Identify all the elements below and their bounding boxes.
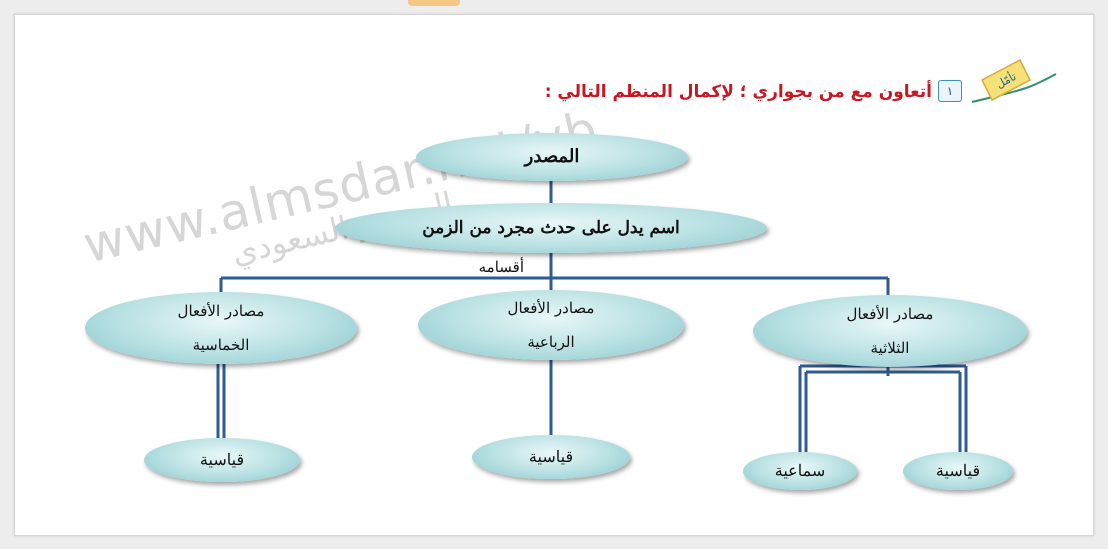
category-node-quadrilateral: مصادر الأفعال الرباعية [418, 290, 684, 360]
branch-label: أقسامه [478, 258, 524, 276]
leaf-node-standard: قياسية [144, 438, 300, 482]
question-number: ١ [938, 80, 962, 102]
note-tag-icon: تأمّل [971, 58, 1057, 103]
leaf-node-standard: قياسية [472, 435, 630, 479]
category-node-line1: مصادر الأفعال [846, 305, 934, 323]
definition-node-label: اسم يدل على حدث مجرد من الزمن [422, 218, 680, 238]
leaf-node-label: قياسية [528, 447, 574, 466]
category-node-line1: مصادر الأفعال [177, 302, 265, 320]
instruction-text: أتعاون مع من بجواري ؛ لإكمال المنظم التا… [544, 82, 932, 102]
top-tab-decoration [408, 0, 460, 6]
category-node-line2: الثلاثية [870, 339, 910, 357]
category-node-pentaliteral: مصادر الأفعال الخماسية [85, 292, 357, 364]
category-node-line1: مصادر الأفعال [507, 299, 595, 317]
root-node: المصدر [416, 133, 688, 181]
category-node-trilateral: مصادر الأفعال الثلاثية [753, 295, 1027, 367]
root-node-label: المصدر [524, 146, 580, 167]
definition-node: اسم يدل على حدث مجرد من الزمن [335, 203, 767, 253]
leaf-node-standard: قياسية [903, 452, 1013, 490]
leaf-node-heard: سماعية [743, 452, 857, 490]
leaf-node-label: قياسية [199, 450, 245, 469]
category-node-line2: الرباعية [527, 333, 575, 351]
leaf-node-label: سماعية [774, 461, 826, 480]
leaf-node-label: قياسية [935, 461, 981, 480]
category-node-line2: الخماسية [192, 336, 250, 354]
